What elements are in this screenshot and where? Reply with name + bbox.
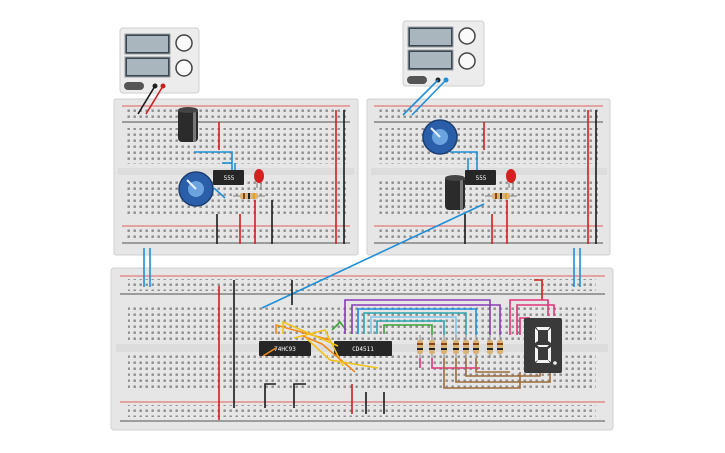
- power-supply-left[interactable]: [119, 27, 200, 94]
- timer-chip-right-label: 555: [476, 175, 487, 182]
- resistor-icon: [463, 335, 469, 358]
- timer-chip-right: 555: [465, 170, 496, 185]
- capacitor-icon: [445, 175, 465, 210]
- capacitor-icon: [178, 107, 198, 142]
- decoder-chip: CD4511: [334, 341, 392, 356]
- resistor-bank: [417, 335, 503, 358]
- bottom-rail-jumpers: [218, 279, 543, 420]
- board-links: [143, 248, 581, 287]
- resistor-icon: [441, 335, 447, 358]
- left-oscillator: 555: [178, 107, 345, 244]
- supply-leads: [137, 79, 447, 116]
- resistor-icon: [487, 335, 493, 358]
- resistor-icon: [417, 335, 423, 358]
- resistor-icon: [497, 335, 503, 358]
- display-wires: [419, 299, 555, 389]
- resistor-icon: [485, 193, 517, 199]
- right-oscillator: 555: [422, 110, 597, 244]
- potentiometer-icon[interactable]: [178, 171, 214, 207]
- timer-chip-left: 555: [213, 170, 244, 185]
- led-icon: [506, 169, 516, 188]
- seven-segment-display: [524, 318, 562, 373]
- potentiometer-icon[interactable]: [422, 119, 458, 155]
- clock-wire: [261, 203, 485, 309]
- timer-chip-left-label: 555: [224, 175, 235, 182]
- resistor-icon: [429, 335, 435, 358]
- decoder-output-wires: [344, 299, 501, 335]
- counter-decoder-wires: [262, 320, 379, 373]
- power-supply-right[interactable]: [402, 20, 485, 87]
- led-icon: [254, 169, 264, 188]
- resistor-icon: [233, 193, 265, 199]
- counter-chip-label: 74HC93: [274, 346, 296, 353]
- counter-chip: 74HC93: [259, 341, 311, 356]
- decoder-chip-label: CD4511: [352, 346, 374, 353]
- resistor-icon: [473, 335, 479, 358]
- resistor-icon: [453, 335, 459, 358]
